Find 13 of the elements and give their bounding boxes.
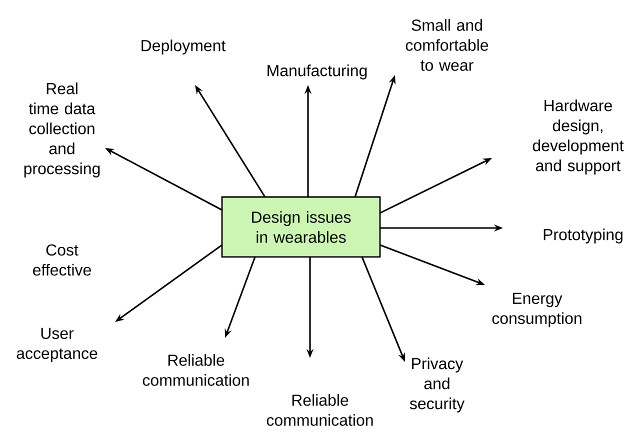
topic-label: Small and comfortable to wear bbox=[406, 19, 488, 71]
center-box: Design issues in wearables bbox=[221, 196, 381, 258]
topic-label: Reliable communication bbox=[266, 394, 373, 426]
topic-label: Privacy and security bbox=[410, 358, 465, 412]
topic-label: User acceptance bbox=[16, 328, 98, 362]
topic-label: Hardware design, development and support bbox=[532, 100, 624, 174]
topic-label: Energy consumption bbox=[492, 292, 582, 328]
topic-label: Reliable communication bbox=[142, 354, 249, 386]
topic-label: Real time data collection and processing bbox=[24, 82, 100, 178]
topic-label: Manufacturing bbox=[268, 64, 367, 80]
topic-label: Cost effective bbox=[33, 244, 91, 276]
topic-label: Deployment bbox=[142, 40, 226, 54]
topic-label: Prototyping bbox=[544, 228, 622, 244]
